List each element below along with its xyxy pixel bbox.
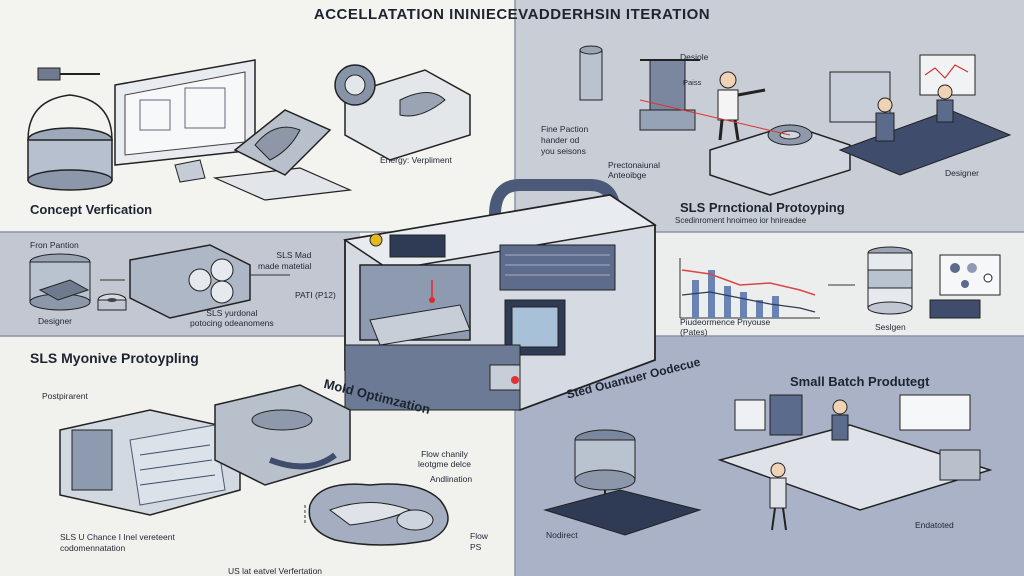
label-pati: PATI (P12)	[295, 290, 336, 300]
label-sls-yurdonal: SLS yurdonal potocing odeanomens	[190, 308, 274, 328]
label-flow-ps: Flow PS	[470, 531, 488, 552]
cooling-mold-icon	[59, 409, 241, 516]
mold-tool-icon	[214, 384, 351, 486]
flow-channel-part-icon	[308, 483, 449, 546]
label-prectional-anteoibe: Prectonaiunal Anteoibge	[608, 160, 660, 180]
small-washer-icon	[97, 293, 127, 311]
section-sls-functional: SLS Prnctional Protoyping	[680, 200, 845, 215]
label-desiole: Desiole	[680, 52, 709, 62]
beaker-icon	[27, 67, 113, 191]
label-flow-chanily: Flow chanily leotgme delce	[418, 449, 471, 469]
label-endatoted: Endatoted	[915, 520, 954, 530]
container-icon	[867, 246, 913, 315]
production-line-icon	[717, 394, 993, 531]
label-seslgen: Seslgen	[875, 322, 906, 332]
label-fron-pantion: Fron Pantion	[30, 240, 79, 250]
section-small-batch: Small Batch Produtegt	[790, 374, 930, 389]
label-designer-top: Designer	[945, 168, 980, 178]
label-andlination: Andlination	[430, 474, 473, 484]
section-concept-verification: Concept Verfication	[30, 202, 153, 217]
label-tag	[929, 299, 981, 319]
label-sls-u-chance: SLS U Chance I Inel vereteent codomennat…	[60, 532, 175, 553]
sls-machine-icon	[579, 45, 700, 131]
label-us-verification: US lat eatvel Verfertation	[228, 566, 323, 576]
build-plate-icon	[639, 99, 851, 196]
keyboard-icon	[212, 167, 353, 201]
label-energy-verification: Energy: Verpliment	[380, 155, 452, 165]
label-postpirarent: Postpirarent	[42, 391, 88, 401]
label-fine-paction: Fine Paction hander od you seisons	[541, 124, 589, 156]
page-title: ACCELLATATION ININIECEVADDERHSIN ITERATI…	[313, 6, 711, 23]
label-paiss: Paiss	[683, 78, 702, 87]
label-sls-mad: SLS Mad made matetial	[258, 250, 312, 271]
scanner-device-icon	[574, 429, 636, 515]
label-subtitle-sls: Scedinroment hnoimeo ior hnireadee	[675, 216, 807, 225]
diagram-card-icon	[939, 254, 1001, 296]
manifold-part-icon	[129, 244, 251, 319]
base-plate	[543, 489, 702, 536]
sls-printer-machine	[343, 179, 657, 411]
performance-chart	[679, 258, 820, 319]
label-chart-caption: Piudeormence Pnyouse (Pates)	[680, 317, 771, 337]
machined-part-icon	[334, 64, 471, 161]
mold-part-icon	[233, 109, 332, 176]
label-designer-mid: Designer	[38, 316, 73, 326]
section-sls-myonive: SLS Myonive Protoypling	[30, 350, 199, 366]
worker-figure	[717, 71, 766, 141]
label-nodirect: Nodirect	[546, 530, 578, 540]
designer-workstation-icon	[829, 54, 1012, 176]
monitor-icon	[114, 59, 256, 183]
cylinder-part-icon	[29, 253, 91, 311]
